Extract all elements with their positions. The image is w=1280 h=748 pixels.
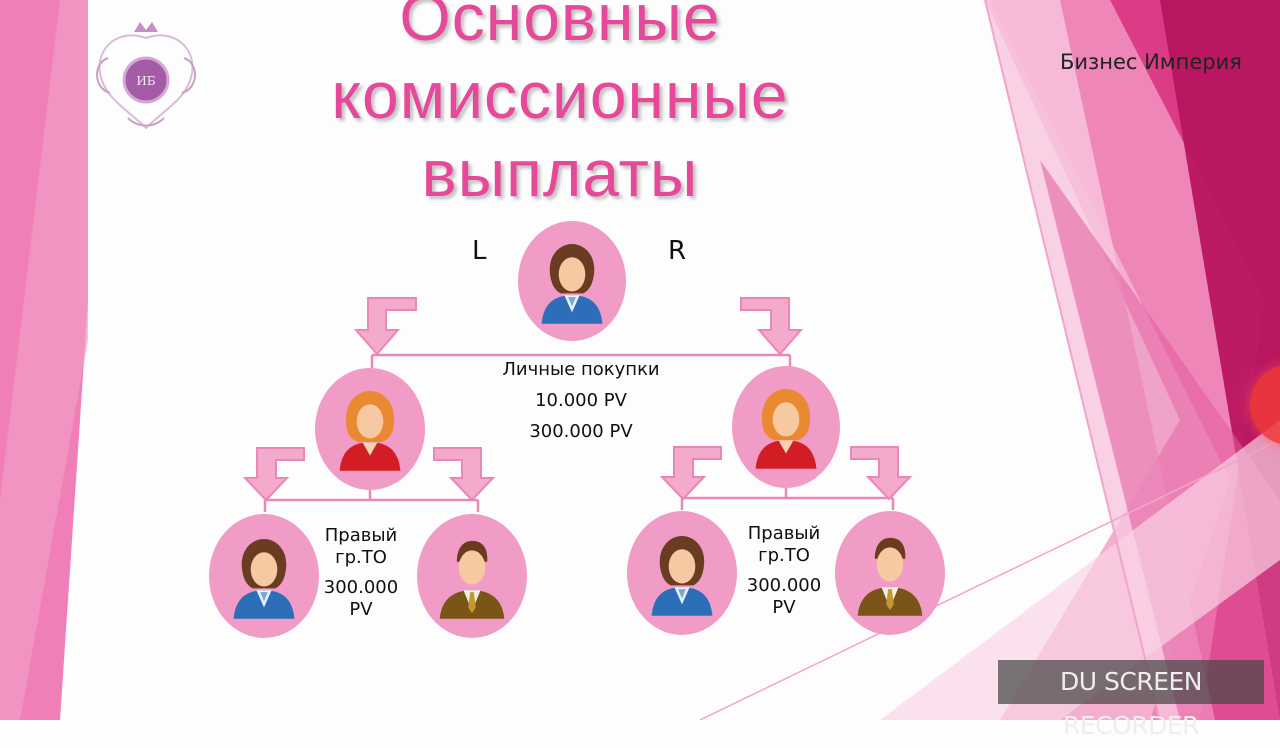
left-note-line-3: 300.000 <box>323 577 399 598</box>
right-leg-label: R <box>668 236 687 266</box>
center-note-line-1: Личные покупки <box>502 359 660 380</box>
left-subtree-note: Правый гр.ТО 300.000 PV <box>310 525 412 621</box>
right-note-line-2: гр.ТО <box>758 545 810 566</box>
node-right-left <box>627 511 737 635</box>
slide-title: Основные комиссионные выплаты <box>260 0 860 212</box>
node-left-left <box>209 514 319 638</box>
slide-background <box>0 0 1280 720</box>
title-line-3: выплаты <box>421 136 699 210</box>
arrow-right-sub-left <box>659 446 722 501</box>
left-note-line-2: гр.ТО <box>335 547 387 568</box>
node-right <box>732 366 840 488</box>
node-left <box>315 368 425 490</box>
recorder-watermark: DU SCREEN RECORDER <box>998 660 1264 740</box>
arrow-top-left <box>353 297 417 356</box>
title-line-2: комиссионные <box>331 58 789 132</box>
brand-label: Бизнес Империя <box>1060 50 1242 74</box>
center-note: Личные покупки 10.000 PV 300.000 PV <box>480 354 682 447</box>
right-subtree-note: Правый гр.ТО 300.000 PV <box>733 523 835 619</box>
arrow-right-sub-right <box>850 446 913 501</box>
node-root <box>518 221 626 341</box>
right-note-line-1: Правый <box>747 523 821 544</box>
left-leg-label: L <box>472 236 487 266</box>
title-line-1: Основные <box>399 0 721 54</box>
arrow-left-sub-left <box>242 447 305 502</box>
crest-logo-icon: ИБ <box>96 22 196 130</box>
center-note-line-3: 300.000 PV <box>529 421 633 442</box>
left-note-line-1: Правый <box>324 525 398 546</box>
arrow-top-right <box>740 297 804 356</box>
left-note-line-4: PV <box>349 599 373 620</box>
node-right-right <box>835 511 945 635</box>
svg-text:ИБ: ИБ <box>136 74 155 88</box>
right-note-line-3: 300.000 <box>746 575 822 596</box>
center-note-line-2: 10.000 PV <box>535 390 627 411</box>
right-note-line-4: PV <box>772 597 796 618</box>
arrow-left-sub-right <box>433 447 496 502</box>
tree-connectors <box>242 297 913 512</box>
node-left-right <box>417 514 527 638</box>
